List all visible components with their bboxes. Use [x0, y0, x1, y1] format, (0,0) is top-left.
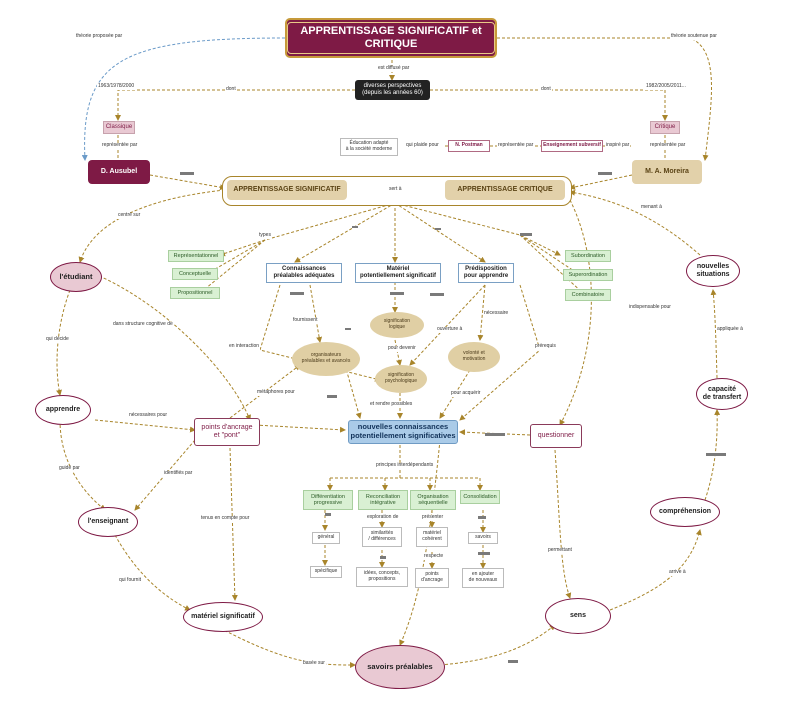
node-signification-psycho: signification psychologique	[375, 365, 427, 393]
node-apprendre: apprendre	[35, 395, 91, 425]
label-inspire-par: inspiré par	[605, 142, 631, 149]
label-respecte: respecte	[423, 553, 445, 560]
label-indispensable: indispensable pour	[628, 304, 672, 311]
node-materiel-coherent: matériel cohérent	[416, 527, 448, 547]
node-representationnel: Représentationnel	[168, 250, 224, 262]
label-pour-acquerir: pour acquérir	[450, 390, 482, 397]
label-dont-right: dont	[540, 86, 552, 93]
label-theorie-soutenue: théorie soutenue par	[670, 33, 718, 40]
label-theorie-proposee: théorie proposée par	[75, 33, 124, 40]
node-postman: N. Postman	[448, 140, 490, 152]
label-centre-sur: centré sur	[117, 212, 142, 219]
node-materiel-significatif: matériel significatif	[183, 602, 263, 632]
node-app-critique: APPRENTISSAGE CRITIQUE	[445, 180, 565, 200]
node-classique: Classique	[103, 121, 135, 134]
label-arrive-a: arrive à	[668, 569, 687, 576]
label-pour-devenir: pour devenir	[387, 345, 417, 352]
label-fournissent: fournissent	[292, 317, 319, 324]
node-perspectives: diverses perspectives (depuis les années…	[355, 80, 430, 100]
node-questionner: questionner	[530, 424, 582, 448]
label-basee-sur: basée sur	[302, 660, 326, 667]
node-diff-progressive: Différentiation progressive	[303, 490, 353, 510]
node-signification-logique: signification logique	[370, 312, 424, 338]
node-organisateurs: organisateurs préalables et avancés	[292, 342, 360, 376]
main-title: APPRENTISSAGE SIGNIFICATIF et CRITIQUE	[285, 18, 497, 58]
node-enseignant: l'enseignant	[78, 507, 138, 537]
node-critique: Critique	[650, 121, 680, 134]
label-annees-left: 1963/1978/2000	[97, 83, 136, 90]
label-en-interaction: en interaction	[228, 343, 261, 350]
label-dans-structure: dans structure cognitive de	[112, 321, 174, 328]
label-guide-par: guidé par	[58, 465, 81, 472]
node-subordination: Subordination	[565, 250, 611, 262]
node-sens: sens	[545, 598, 611, 634]
label-represente-mid: représentée par	[497, 142, 535, 149]
node-ausubel: D. Ausubel	[88, 160, 150, 184]
label-qui-fournit: qui fournit	[118, 577, 142, 584]
node-combinatoire: Combinatoire	[565, 289, 611, 301]
node-specifique: spécifique	[310, 566, 342, 578]
label-et-rendre: et rendre possibles	[369, 401, 414, 408]
node-superordination: Superordination	[563, 269, 613, 281]
node-propositionnel: Propositionnel	[170, 287, 220, 299]
node-organisation-seq: Organisation séquentielle	[410, 490, 456, 510]
label-necessaires-pour: nécessaires pour	[128, 412, 169, 419]
label-dont-left: dont	[225, 86, 237, 93]
main-title-text: APPRENTISSAGE SIGNIFICATIF et CRITIQUE	[287, 22, 495, 54]
node-consolidation: Consolidation	[460, 490, 500, 504]
node-predisposition: Prédisposition pour apprendre	[458, 263, 514, 283]
node-connaissances: Connaissances préalables adéquates	[266, 263, 342, 283]
label-pris-en-compte: tenus en compte pour	[200, 515, 251, 522]
node-nouvelles-situations: nouvelles situations	[686, 255, 740, 287]
node-capacite: capacité de transfert	[696, 378, 748, 410]
node-en-ajouter: en ajouter de nouveaux	[462, 568, 504, 588]
node-volonte: volonté et motivation	[448, 342, 500, 372]
label-principes: principes interdépendants	[375, 462, 435, 469]
node-savoirs: savoirs	[468, 532, 498, 544]
label-metaphores: métaphores pour	[256, 389, 296, 396]
label-necessaire: nécessaire	[483, 310, 510, 317]
label-permettant: permettant	[547, 547, 573, 554]
node-conceptuelle: Conceptuelle	[172, 268, 218, 280]
node-app-significatif: APPRENTISSAGE SIGNIFICATIF	[227, 180, 347, 200]
label-exploration: exploration de	[366, 514, 400, 521]
label-appliquee-a: appliquée à	[716, 326, 744, 333]
label-qui-decide: qui décide	[45, 336, 70, 343]
label-ouverture: ouverture à	[436, 326, 464, 333]
label-presenter: présenter	[421, 514, 445, 521]
label-represente-right: représentée par	[649, 142, 687, 149]
label-est-diffuse: est diffusé par	[377, 65, 411, 72]
label-annees-right: 1982/2005/2011...	[645, 83, 687, 90]
node-points-ancrage-small: points d'ancrage	[415, 568, 449, 588]
node-savoirs-prealables: savoirs préalables	[355, 645, 445, 689]
node-reconciliation: Reconciliation intégrative	[358, 490, 408, 510]
label-types: types	[258, 232, 272, 239]
node-idees: idées, concepts, propositions	[356, 567, 408, 587]
label-prerequis: prérequis	[534, 343, 557, 350]
node-general: général	[312, 532, 340, 544]
node-etudiant: l'étudiant	[50, 262, 102, 292]
label-identifies-par: identifiés par	[163, 470, 194, 477]
label-menant-a: menant à	[640, 204, 663, 211]
label-sert-a: sert à	[388, 186, 403, 193]
node-enseignement-subversif: Enseignement subversif	[541, 140, 603, 152]
node-moreira: M. A. Moreira	[632, 160, 702, 184]
node-education-adaptee: Éducation adapté à la société moderne	[340, 138, 398, 156]
node-comprehension: compréhension	[650, 497, 720, 527]
node-points-ancrage: points d'ancrage et "pont"	[194, 418, 260, 446]
node-similarites: similarités / différences	[362, 527, 402, 547]
label-qui-plaide: qui plaide pour	[405, 142, 440, 149]
label-represente-left: représentée par	[101, 142, 139, 149]
node-nouvelles-connaissances: nouvelles connaissances potentiellement …	[348, 420, 458, 444]
node-materiel-potentiel: Matériel potentiellement significatif	[355, 263, 441, 283]
